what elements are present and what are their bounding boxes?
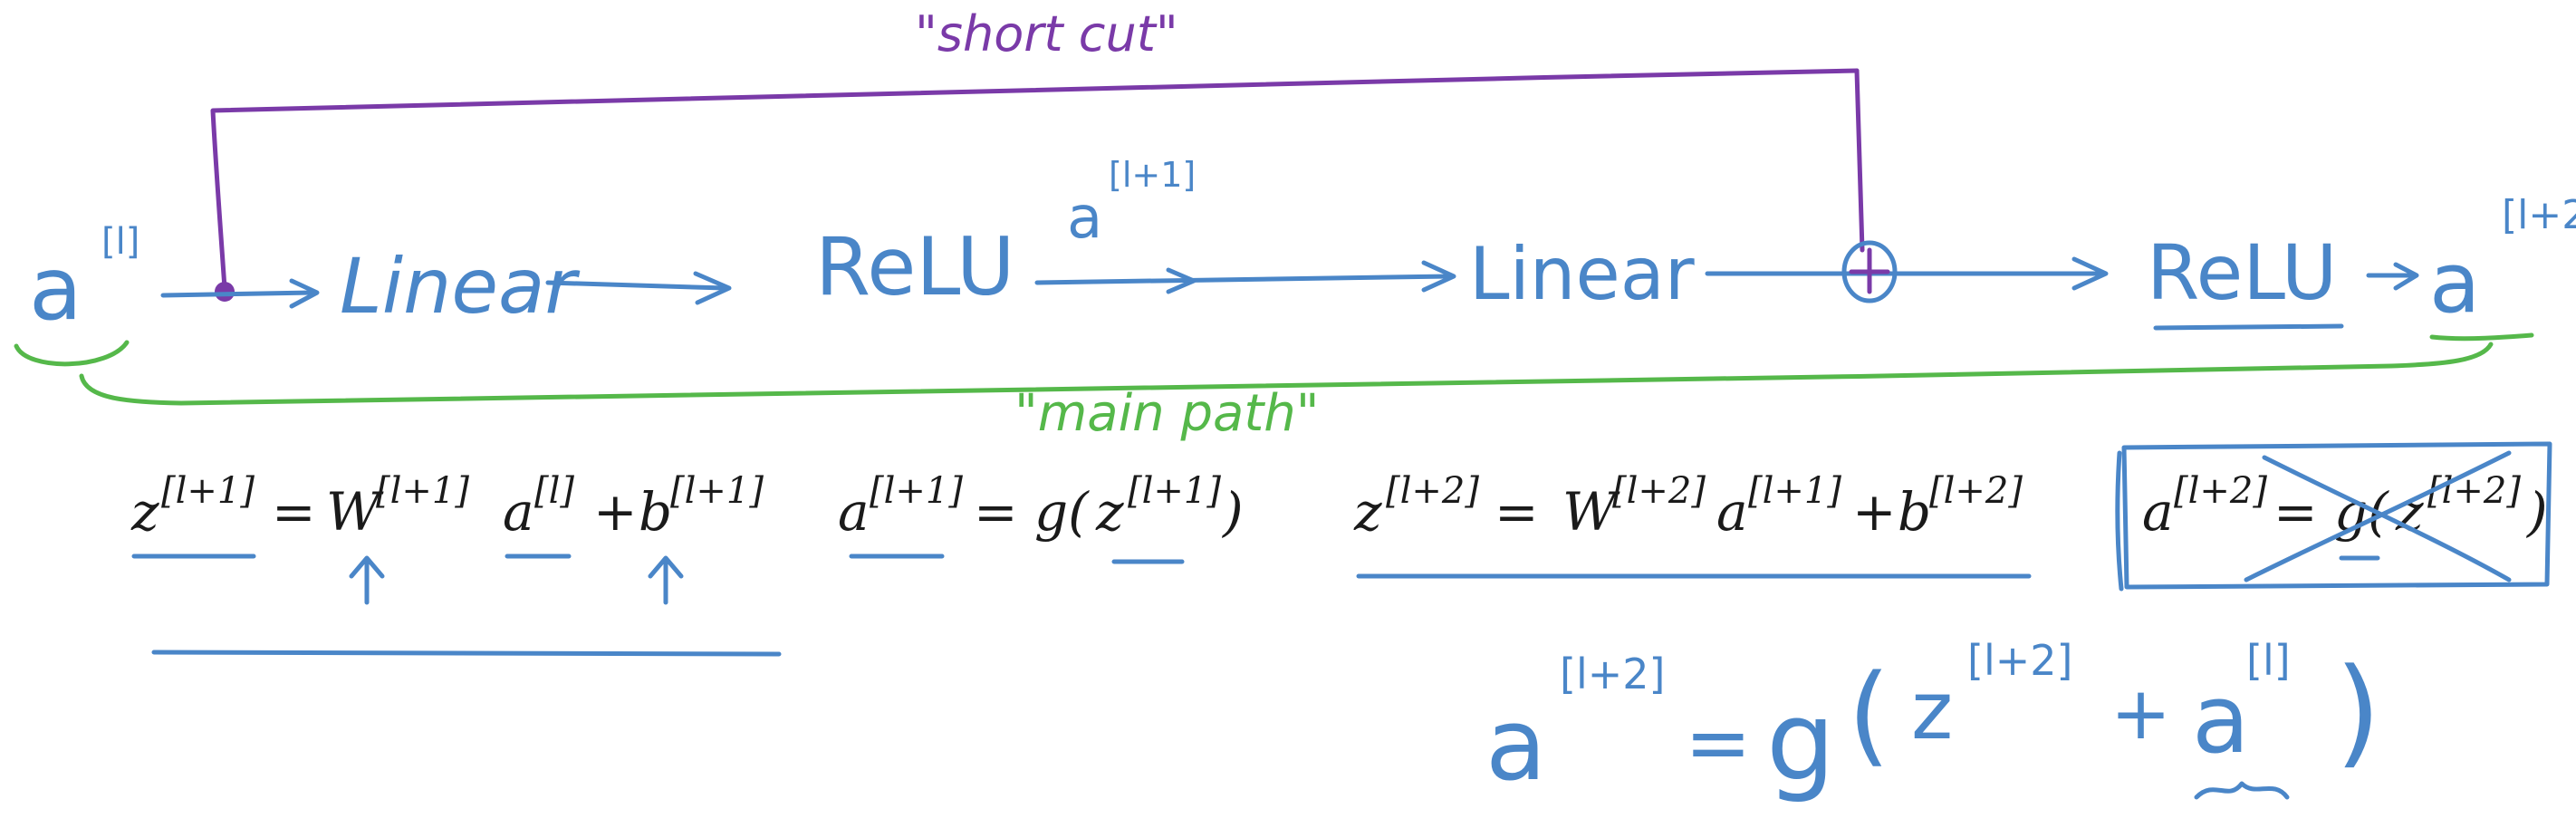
svg-text:(: ( [1848,652,1890,778]
linear-node-2: Linear [1469,232,1695,316]
svg-text:[l+2]: [l+2] [2174,470,2267,512]
svg-text:=: = [1495,481,1539,543]
relu2-underline [2153,323,2344,331]
svg-text:[l+1]: [l+1] [870,470,963,512]
svg-text:+: + [593,481,638,543]
svg-text:[l+2]: [l+2] [1929,470,2023,512]
svg-text:[l]: [l] [101,221,139,263]
equation-z-l1: z [l+1] = W [l+1] a [l] + b [l+1] [130,470,764,543]
svg-text:): ) [1221,481,1244,543]
svg-text:[l]: [l] [2246,636,2291,685]
svg-text:a: a [1485,687,1546,803]
svg-text:a: a [838,481,870,543]
svg-text:+: + [1852,481,1897,543]
svg-text:z: z [1911,664,1953,757]
residual-a-underline [2194,781,2290,800]
equation-z-l2: z [l+2] = W [l+2] a [l+1] + b [l+2] [1353,470,2023,543]
equation-a-l1: a [l+1] = g( z [l+1] ) [838,470,1244,543]
svg-text:a: a [1716,481,1748,543]
svg-text:[l+2]: [l+2] [2502,192,2576,238]
svg-text:[l]: [l] [534,470,574,512]
svg-text:[l+2]: [l+2] [1967,636,2072,685]
eq1-long-underline [151,650,782,657]
svg-text:[l+2]: [l+2] [1560,650,1665,698]
svg-text:= g(: = g( [974,481,1090,543]
node-a-l: a [l] [29,221,139,340]
svg-text:[l+1]: [l+1] [1748,470,1841,512]
relu-node-1: ReLU [815,220,1014,313]
svg-text:=: = [272,481,316,543]
svg-text:a: a [29,238,82,340]
svg-text:z: z [1353,481,1382,543]
main-path-arrows [160,240,2419,309]
svg-text:a: a [1067,185,1102,252]
svg-text:[l+2]: [l+2] [2427,470,2521,512]
svg-text:[l+1]: [l+1] [1109,155,1196,195]
svg-text:a: a [2429,235,2480,332]
add-node [1841,240,1898,303]
svg-text:b: b [639,481,672,543]
svg-text:b: b [1898,481,1931,543]
svg-text:[l+1]: [l+1] [376,470,469,512]
svg-text:W: W [1562,481,1620,543]
svg-text:z: z [1095,481,1124,543]
svg-text:a: a [2192,664,2250,775]
svg-text:W: W [326,481,384,543]
svg-text:[l+1]: [l+1] [161,470,255,512]
shortcut-label: "short cut" [915,5,1178,63]
relu-node-2: ReLU [2147,228,2337,317]
svg-text:a: a [2142,481,2174,543]
svg-text:[l+1]: [l+1] [1128,470,1221,512]
svg-text:): ) [2525,481,2548,543]
main-path-bracket: "main path" [14,332,2534,443]
shortcut-start-dot [215,282,235,302]
eq4-cross [2244,450,2512,582]
node-a-l2: a [l+2] [2429,192,2576,332]
svg-text:a: a [503,481,534,543]
svg-text:[l+1]: [l+1] [670,470,764,512]
linear-node-1: Linear [340,242,581,331]
svg-text:g: g [1766,679,1835,805]
svg-text:z: z [130,481,159,543]
eq4-box [2115,441,2552,592]
main-path-label: "main path" [1014,384,1320,443]
shortcut-connection: "short cut" [210,5,1865,302]
eq1-arrows [349,555,684,605]
svg-text:[l+2]: [l+2] [1612,470,1706,512]
svg-text:=: = [1685,696,1752,789]
eq2-underlines [849,554,1185,564]
svg-text:[l+2]: [l+2] [1386,470,1479,512]
equation-a-l2-crossed: a [l+2] = g( z [l+2] ) [2142,470,2548,543]
residual-equation: a [l+2] = g ( z [l+2] + a [l] ) [1485,636,2381,805]
svg-text:+: + [2110,671,2171,756]
node-a-l1-label: a [l+1] [1067,155,1196,252]
svg-text:): ) [2335,642,2381,780]
